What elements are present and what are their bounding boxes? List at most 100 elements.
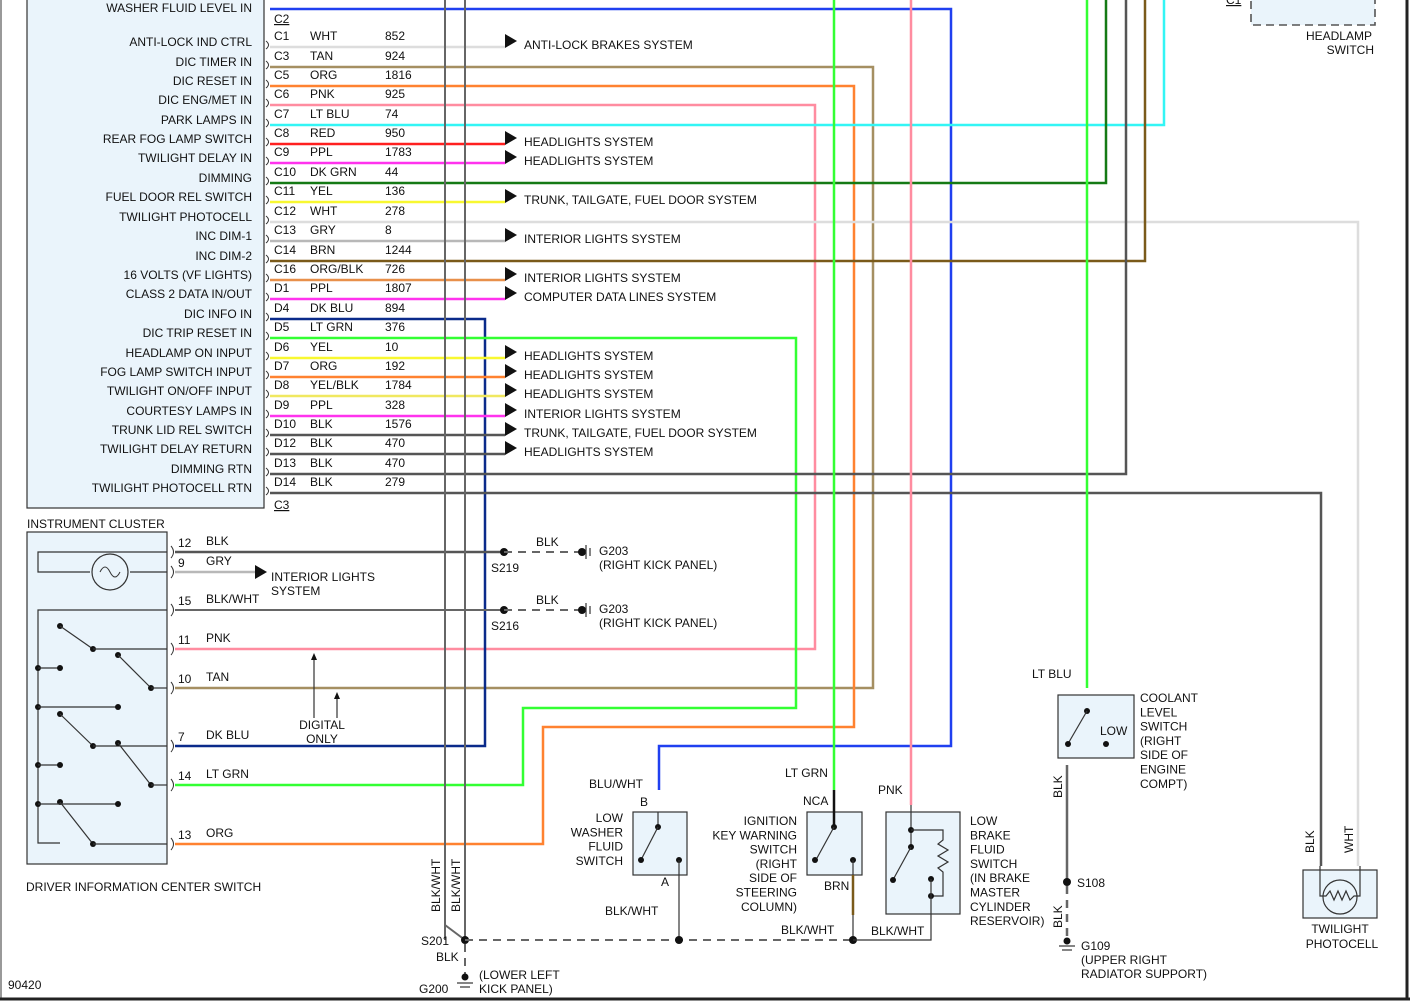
arrow-icon [505, 286, 517, 300]
g203-location-1: (RIGHT KICK PANEL) [599, 558, 717, 572]
connector-terminal-icon [265, 467, 269, 477]
wire-color-label: GRY [310, 223, 336, 237]
pin-function-label: 16 VOLTS (VF LIGHTS) [124, 268, 252, 282]
washer-pin-a: A [661, 875, 669, 889]
destination-label: TRUNK, TAILGATE, FUEL DOOR SYSTEM [524, 193, 757, 207]
connector-terminal-icon [265, 234, 269, 244]
destination-label: HEADLIGHTS SYSTEM [524, 445, 653, 459]
component-label-line: LEVEL [1140, 705, 1178, 719]
resistor-icon [911, 829, 950, 897]
washer-switch-box [632, 811, 688, 876]
wire-d14 [270, 491, 1323, 866]
circuit-number: 278 [385, 204, 405, 218]
wire-c10 [270, 0, 1108, 185]
component-label-line: COMPT) [1140, 777, 1187, 791]
pin-number: C14 [274, 243, 296, 257]
component-label-line: (RIGHT [756, 857, 798, 871]
pin-function-label: TWILIGHT PHOTOCELL [119, 210, 252, 224]
connector-terminal-icon [170, 603, 174, 617]
circuit-number: 44 [385, 165, 399, 179]
wire-color-label: RED [310, 126, 336, 140]
g200-ground-point [461, 973, 469, 981]
s219-wire-color: BLK [536, 535, 559, 549]
destination-label: HEADLIGHTS SYSTEM [524, 154, 653, 168]
bulb-filament-icon [99, 566, 121, 578]
g109-location-2: RADIATOR SUPPORT) [1081, 967, 1207, 981]
pin-number: D5 [274, 320, 290, 334]
g203-ground-point [578, 548, 586, 556]
wire-color-label: DK GRN [310, 165, 357, 179]
cluster-pin-number: 15 [178, 594, 192, 608]
component-label-line: LOW [970, 814, 998, 828]
connector-terminal-icon [265, 156, 269, 166]
circuit-number: 1816 [385, 68, 412, 82]
connector-terminal-icon [265, 215, 269, 225]
wire-c14 [270, 0, 1147, 263]
wire-color-label: DK BLU [310, 301, 353, 315]
component-label-line: (RIGHT [1140, 734, 1182, 748]
pin-number: C12 [274, 204, 296, 218]
contact-dot [890, 877, 896, 883]
connector-terminal-icon [265, 331, 269, 341]
component-label-line: STEERING [736, 886, 797, 900]
pin-function-label: DIC RESET IN [173, 74, 252, 88]
component-label-line: SWITCH [576, 854, 623, 868]
dic-switch-label: DRIVER INFORMATION CENTER SWITCH [26, 880, 261, 894]
arrow-icon [505, 34, 517, 48]
cluster-dest-2: SYSTEM [271, 584, 320, 598]
wire-color-label: BLK [310, 475, 333, 489]
headlamp-switch-box [1250, 0, 1376, 26]
switch-blade [117, 742, 152, 786]
component-label-line: RESERVOIR) [970, 914, 1044, 928]
wire-color-label: PPL [310, 281, 333, 295]
component-label-line: FLUID [588, 840, 623, 854]
connector-c3-label: C3 [274, 498, 290, 512]
pin-number: D14 [274, 475, 296, 489]
wire-color-label: ORG/BLK [310, 262, 363, 276]
wire-color-label: WHT [310, 29, 338, 43]
g200-location-1: (LOWER LEFT [479, 968, 560, 982]
cluster-wire-color: BLK [206, 534, 229, 548]
pin-function-label: TWILIGHT DELAY RETURN [100, 442, 252, 456]
connector-terminal-icon [265, 254, 269, 264]
pin-function-label: REAR FOG LAMP SWITCH [103, 132, 252, 146]
destination-label: HEADLIGHTS SYSTEM [524, 349, 653, 363]
cluster-wire-color: PNK [206, 631, 231, 645]
circuit-number: 950 [385, 126, 405, 140]
pin-function-label: FOG LAMP SWITCH INPUT [100, 365, 252, 379]
arrow-icon [505, 345, 517, 359]
circuit-number: 470 [385, 456, 405, 470]
circuit-number: 1783 [385, 145, 412, 159]
ignition-switch-blade [816, 826, 835, 859]
photocell-wire-left: BLK [1303, 830, 1317, 853]
wire-c5 [175, 84, 856, 846]
pin-number: D10 [274, 417, 296, 431]
wire-color-label: YEL/BLK [310, 378, 359, 392]
headlamp-switch-label-1: HEADLAMP [1306, 29, 1372, 43]
pin-number: C3 [274, 49, 290, 63]
blk-wht-vertical-label-2: BLK/WHT [449, 858, 463, 912]
connector-terminal-icon [265, 389, 269, 399]
cluster-wire-color: DK BLU [206, 728, 249, 742]
connector-terminal-icon [265, 486, 269, 496]
destination-label: HEADLIGHTS SYSTEM [524, 135, 653, 149]
pin-function-label: TRUNK LID REL SWITCH [112, 423, 252, 437]
switch-blade [59, 713, 94, 747]
circuit-number: 10 [385, 340, 399, 354]
pin-function-label: TWILIGHT DELAY IN [138, 151, 252, 165]
wire-color-label: BLK [310, 436, 333, 450]
pin-number: C11 [274, 184, 295, 198]
headlamp-switch-connector: C1 [1226, 0, 1242, 7]
circuit-number: 192 [385, 359, 405, 373]
component-label-line: SWITCH [1140, 720, 1187, 734]
pin-function-label: DIC INFO IN [184, 307, 252, 321]
connector-terminal-icon [170, 681, 174, 695]
component-label-line: COLUMN) [741, 900, 797, 914]
pin-label-washer-fluid: WASHER FLUID LEVEL IN [106, 1, 252, 15]
arrow-icon [255, 565, 267, 579]
brake-wire-in: PNK [878, 783, 903, 797]
circuit-number: 376 [385, 320, 405, 334]
dic-switch-internals [35, 551, 167, 847]
